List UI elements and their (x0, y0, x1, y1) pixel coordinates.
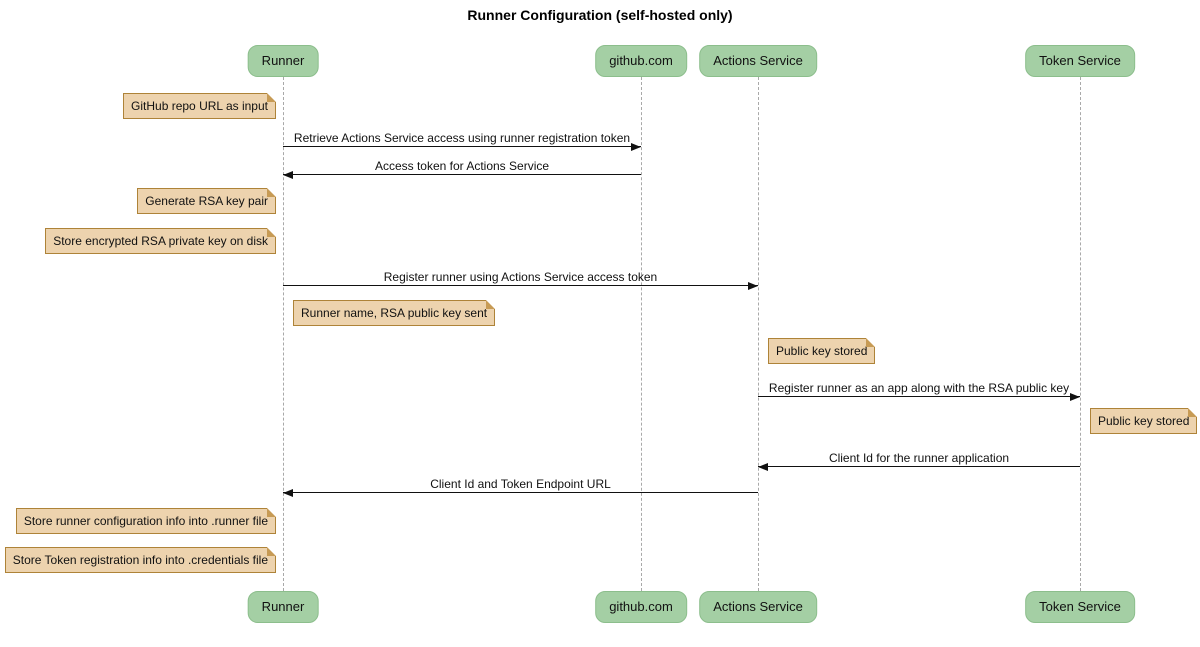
note: GitHub repo URL as input (123, 93, 276, 119)
note-fold-icon (267, 93, 276, 102)
note: Generate RSA key pair (137, 188, 276, 214)
note-text: Public key stored (776, 344, 868, 358)
arrowhead-icon (1070, 393, 1080, 401)
participant-bottom-token-service: Token Service (1025, 591, 1135, 623)
message-label: Register runner using Actions Service ac… (383, 270, 658, 284)
note-fold-icon (267, 228, 276, 237)
note: Public key stored (768, 338, 876, 364)
participant-bottom-github-com: github.com (595, 591, 687, 623)
arrowhead-icon (631, 143, 641, 151)
participant-top-actions-service: Actions Service (699, 45, 817, 77)
note-fold-icon (267, 508, 276, 517)
lifeline-actions-service (758, 77, 759, 591)
arrowhead-icon (748, 282, 758, 290)
message-label: Retrieve Actions Service access using ru… (293, 131, 631, 145)
message-runner-to-actions-service: Register runner using Actions Service ac… (283, 268, 758, 290)
lifeline-token-service (1080, 77, 1081, 591)
message-line (283, 492, 758, 493)
note-text: GitHub repo URL as input (131, 99, 268, 113)
note-text: Store Token registration info into .cred… (12, 553, 268, 567)
note-text: Generate RSA key pair (145, 194, 268, 208)
participant-top-runner: Runner (247, 45, 319, 77)
message-line (283, 146, 641, 147)
note: Store encrypted RSA private key on disk (45, 228, 276, 254)
arrowhead-icon (758, 463, 768, 471)
note-fold-icon (1188, 408, 1198, 417)
lifeline-runner (283, 77, 284, 591)
diagram-title: Runner Configuration (self-hosted only) (467, 7, 733, 23)
participant-top-token-service: Token Service (1025, 45, 1135, 77)
note-text: Public key stored (1098, 414, 1190, 428)
note: Public key stored (1090, 408, 1198, 434)
message-label: Access token for Actions Service (374, 159, 550, 173)
participant-bottom-actions-service: Actions Service (699, 591, 817, 623)
note-fold-icon (866, 338, 876, 347)
message-label: Register runner as an app along with the… (768, 381, 1070, 395)
participant-bottom-runner: Runner (247, 591, 319, 623)
note: Store Token registration info into .cred… (4, 547, 276, 573)
message-github-com-to-runner: Access token for Actions Service (283, 157, 641, 179)
message-label: Client Id and Token Endpoint URL (430, 477, 611, 491)
note-fold-icon (486, 300, 496, 309)
note-fold-icon (267, 547, 276, 556)
note-text: Store encrypted RSA private key on disk (53, 234, 268, 248)
participant-top-github-com: github.com (595, 45, 687, 77)
note: Runner name, RSA public key sent (293, 300, 496, 326)
message-label: Client Id for the runner application (828, 451, 1010, 465)
note-text: Runner name, RSA public key sent (301, 306, 488, 320)
message-line (283, 285, 758, 286)
note-fold-icon (267, 188, 276, 197)
lifeline-github-com (641, 77, 642, 591)
message-line (283, 174, 641, 175)
message-actions-service-to-runner: Client Id and Token Endpoint URL (283, 475, 758, 497)
message-actions-service-to-token-service: Register runner as an app along with the… (758, 379, 1080, 401)
message-line (758, 466, 1080, 467)
note-text: Store runner configuration info into .ru… (23, 514, 268, 528)
note: Store runner configuration info into .ru… (15, 508, 276, 534)
message-line (758, 396, 1080, 397)
arrowhead-icon (283, 171, 293, 179)
message-runner-to-github-com: Retrieve Actions Service access using ru… (283, 129, 641, 151)
message-token-service-to-actions-service: Client Id for the runner application (758, 449, 1080, 471)
arrowhead-icon (283, 489, 293, 497)
